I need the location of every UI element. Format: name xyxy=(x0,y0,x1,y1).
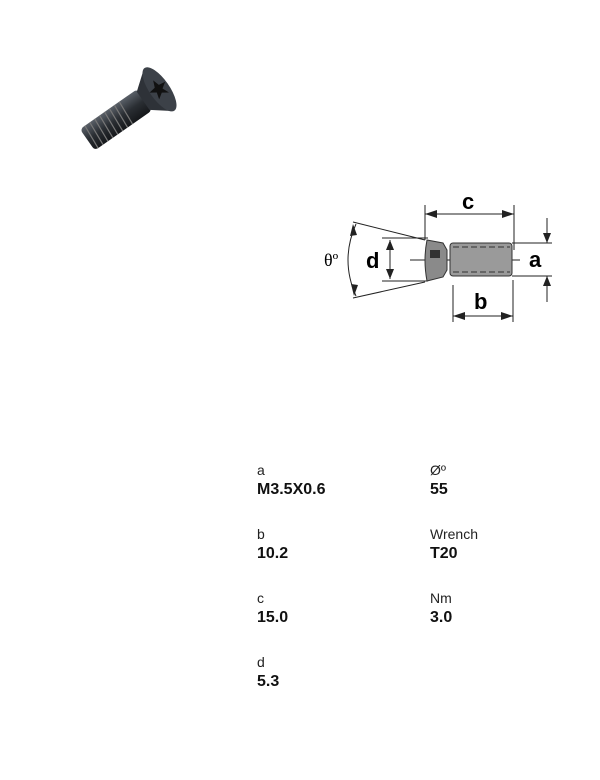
spec-value: M3.5X0.6 xyxy=(257,481,326,498)
spec-label: b xyxy=(257,526,265,542)
dim-label-theta: θº xyxy=(324,250,339,270)
dim-label-b: b xyxy=(474,289,487,314)
spec-angle: Øº 55 xyxy=(430,462,448,500)
spec-label: Nm xyxy=(430,590,452,606)
spec-torque: Nm 3.0 xyxy=(430,590,452,628)
dim-label-a: a xyxy=(529,247,542,272)
dim-label-c: c xyxy=(462,190,474,214)
screw-dimension-diagram: c d a b θº xyxy=(324,190,552,322)
spec-label: c xyxy=(257,590,264,606)
spec-label: Wrench xyxy=(430,526,478,542)
spec-b: b 10.2 xyxy=(257,526,288,564)
spec-value: 15.0 xyxy=(257,609,289,626)
spec-d: d 5.3 xyxy=(257,654,279,692)
spec-value: 55 xyxy=(430,481,448,498)
spec-label: Øº xyxy=(430,462,447,478)
spec-value: T20 xyxy=(430,545,458,562)
dim-label-d: d xyxy=(366,248,379,273)
spec-value: 5.3 xyxy=(257,673,280,690)
screw-photo xyxy=(81,67,177,149)
spec-value: 10.2 xyxy=(257,545,289,562)
spec-a: a M3.5X0.6 xyxy=(257,462,325,500)
spec-wrench: Wrench T20 xyxy=(430,526,478,564)
spec-value: 3.0 xyxy=(430,609,453,626)
spec-label: a xyxy=(257,462,265,478)
spec-label: d xyxy=(257,654,265,670)
spec-c: c 15.0 xyxy=(257,590,288,628)
